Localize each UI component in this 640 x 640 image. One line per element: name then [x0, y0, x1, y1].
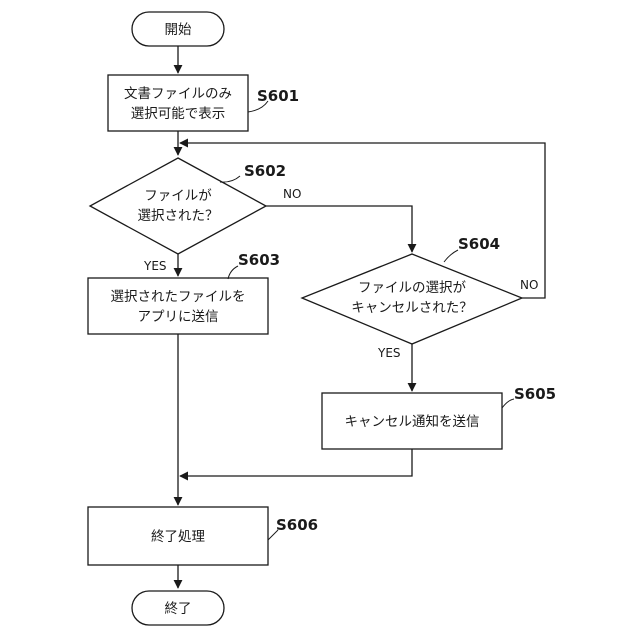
decision-s602: ファイルが 選択された？: [90, 158, 266, 254]
s602-text-line2: 選択された？: [138, 208, 219, 224]
leader-s603: [228, 266, 238, 279]
process-s601: 文書ファイルのみ 選択可能で表示: [108, 75, 248, 131]
s606-text: 終了処理: [151, 529, 205, 545]
leader-s604: [444, 250, 458, 262]
leader-s602: [220, 176, 240, 182]
decision-s604: ファイルの選択が キャンセルされた？: [302, 254, 522, 344]
branch-label-s604-yes: YES: [377, 346, 401, 360]
end-terminal: 終了: [132, 591, 224, 625]
s605-text: キャンセル通知を送信: [345, 413, 480, 430]
s602-text-line1: ファイルが: [144, 188, 212, 204]
step-label-s602: S602: [244, 162, 286, 180]
branch-label-s602-no: NO: [283, 187, 301, 201]
s603-text-line2: アプリに送信: [138, 309, 219, 325]
s601-text-line1: 文書ファイルのみ: [124, 86, 232, 102]
s601-text-line2: 選択可能で表示: [131, 106, 226, 122]
process-s605: キャンセル通知を送信: [322, 393, 502, 449]
step-label-s605: S605: [514, 385, 556, 403]
connector-s605-to-merge: [180, 449, 412, 476]
step-label-s604: S604: [458, 235, 500, 253]
connector-s602-no: [266, 206, 412, 252]
branch-label-s604-no: NO: [520, 278, 538, 292]
leader-s605: [502, 399, 514, 408]
end-label: 終了: [165, 601, 192, 617]
leader-s606: [268, 530, 278, 540]
s603-text-line1: 選択されたファイルを: [111, 289, 246, 305]
branch-label-s602-yes: YES: [143, 259, 167, 273]
step-label-s601: S601: [257, 87, 299, 105]
s604-text-line1: ファイルの選択が: [358, 280, 466, 296]
step-label-s606: S606: [276, 516, 318, 534]
process-s603: 選択されたファイルを アプリに送信: [88, 278, 268, 334]
start-label: 開始: [165, 22, 192, 38]
step-label-s603: S603: [238, 251, 280, 269]
process-s606: 終了処理: [88, 507, 268, 565]
start-terminal: 開始: [132, 12, 224, 46]
s604-text-line2: キャンセルされた？: [351, 300, 473, 316]
